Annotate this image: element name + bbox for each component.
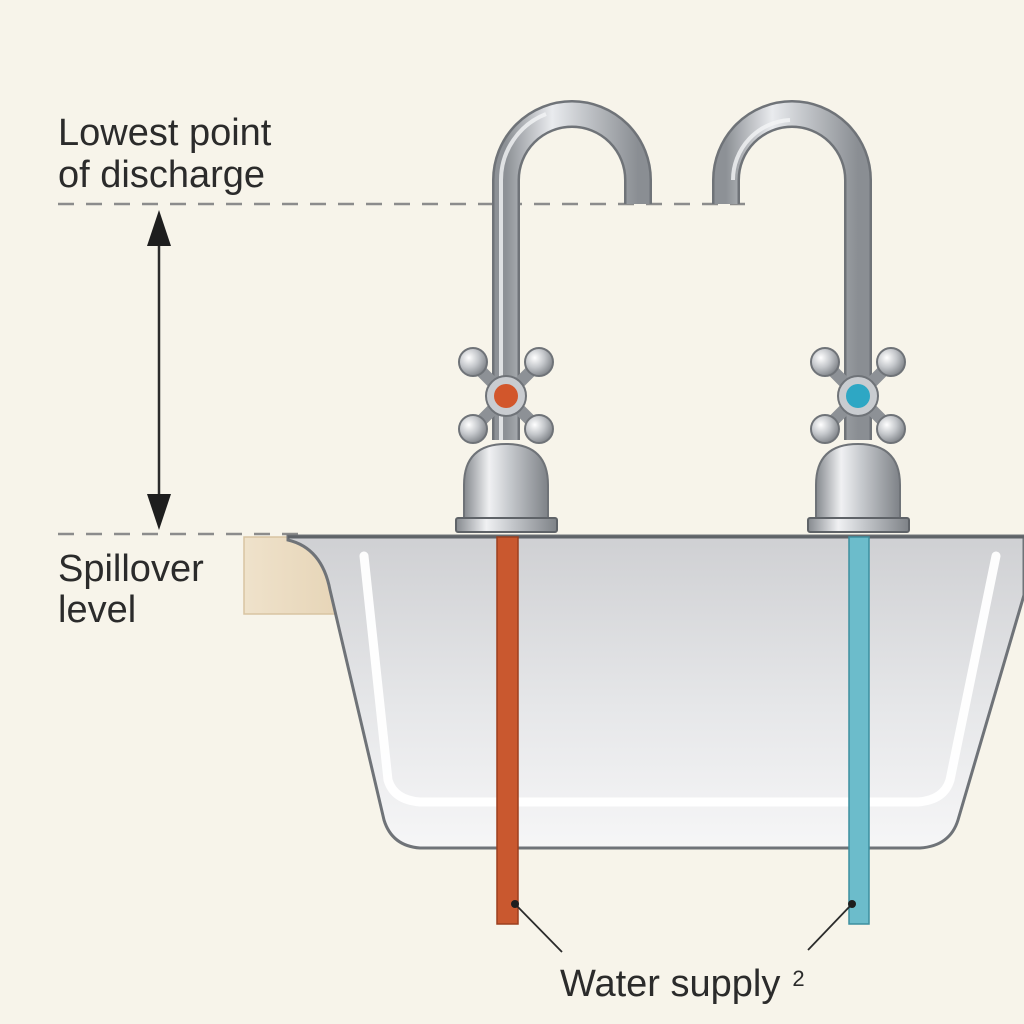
discharge-label-line2: of discharge [58, 154, 265, 196]
hot-supply-pipe [496, 536, 519, 925]
cold-indicator-icon [846, 384, 870, 408]
cold-faucet-icon [712, 100, 910, 533]
discharge-label: Lowest point of discharge [58, 112, 272, 196]
sink-basin-icon [286, 534, 1024, 850]
spillover-label: Spillover level [58, 548, 204, 631]
spillover-label-line2: level [58, 589, 136, 631]
water-supply-label: Water supply 2 [560, 963, 805, 1005]
hot-indicator-icon [494, 384, 518, 408]
cold-supply-pipe [848, 536, 870, 925]
air-gap-arrow [147, 210, 171, 530]
water-supply-text: Water supply [560, 963, 780, 1005]
water-supply-superscript: 2 [792, 966, 804, 991]
spillover-label-line1: Spillover [58, 548, 204, 590]
cold-handle [810, 347, 906, 444]
discharge-label-line1: Lowest point [58, 112, 272, 154]
hot-handle [458, 347, 554, 444]
water-supply-leaders [511, 900, 856, 953]
hot-faucet-icon [455, 100, 652, 533]
